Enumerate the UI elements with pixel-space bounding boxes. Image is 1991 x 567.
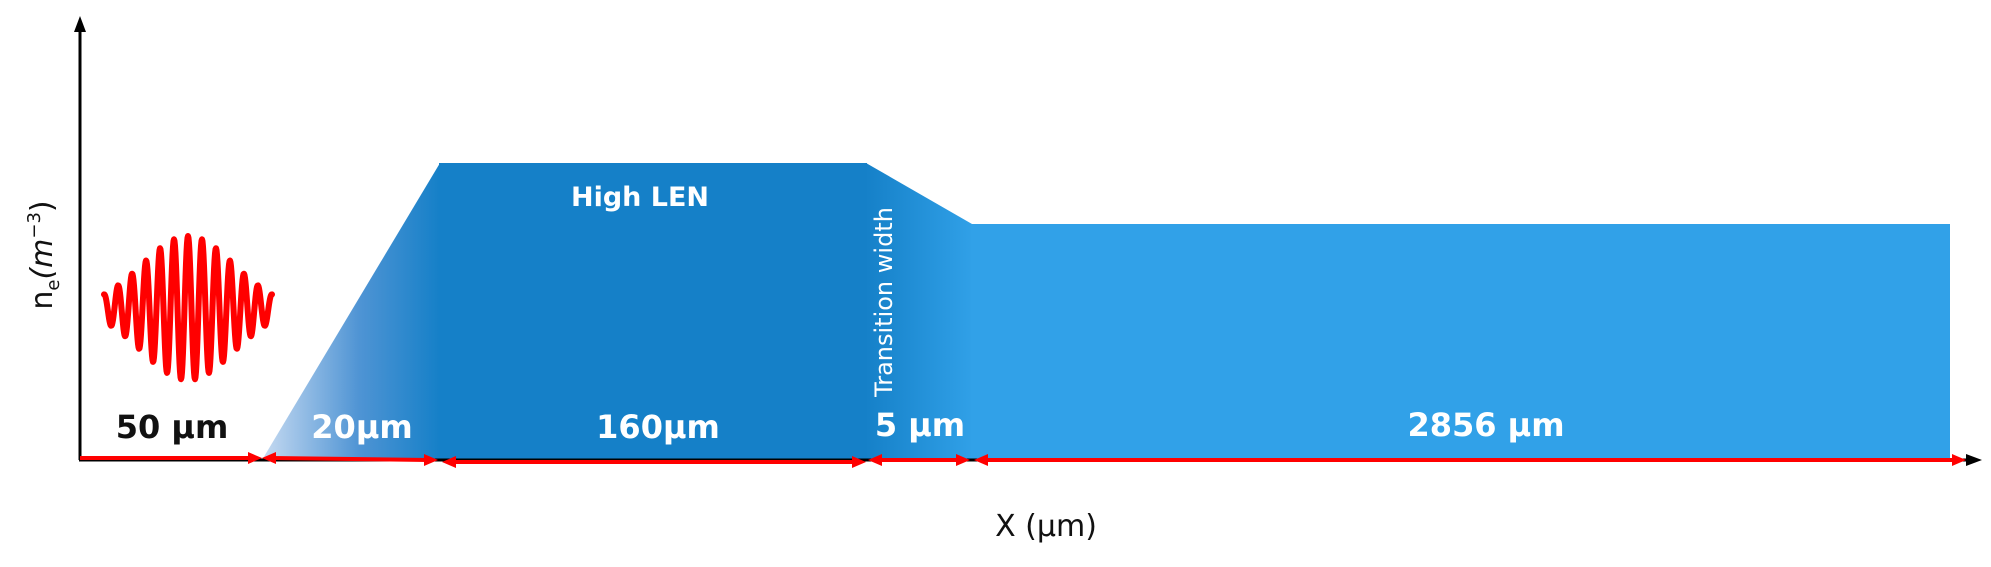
segment-label-2856um: 2856 μm (1407, 406, 1564, 444)
laser-pulse-icon (101, 233, 275, 383)
segment-arrow-20um (271, 456, 429, 462)
segment-arrows (80, 452, 1966, 468)
y-axis-arrowhead (74, 16, 86, 32)
segment-label-160um: 160μm (596, 408, 720, 446)
segment-arrowhead (262, 452, 276, 464)
segment-arrowhead (1952, 454, 1966, 466)
segment-arrowhead (852, 456, 866, 468)
x-axis-arrowhead (1966, 454, 1982, 466)
high-len-region (439, 163, 867, 460)
segment-label-20um: 20μm (311, 408, 412, 446)
segment-arrowhead (868, 454, 882, 466)
high-len-label: High LEN (571, 182, 709, 213)
y-axis-label: ne(m−3) (24, 200, 64, 309)
transition-width-label: Transition width (870, 207, 898, 398)
segment-arrowhead (424, 454, 438, 466)
ramp-region (262, 163, 440, 460)
plateau-region (971, 224, 1950, 460)
segment-label-50um: 50 μm (116, 408, 229, 446)
segment-arrowhead (956, 454, 970, 466)
segment-label-5um: 5 μm (875, 406, 965, 444)
x-axis-label: X (μm) (995, 509, 1097, 544)
transition-region (866, 163, 972, 460)
segment-arrowhead (442, 456, 456, 468)
segment-arrowhead (248, 452, 262, 464)
segment-arrowhead (974, 454, 988, 466)
